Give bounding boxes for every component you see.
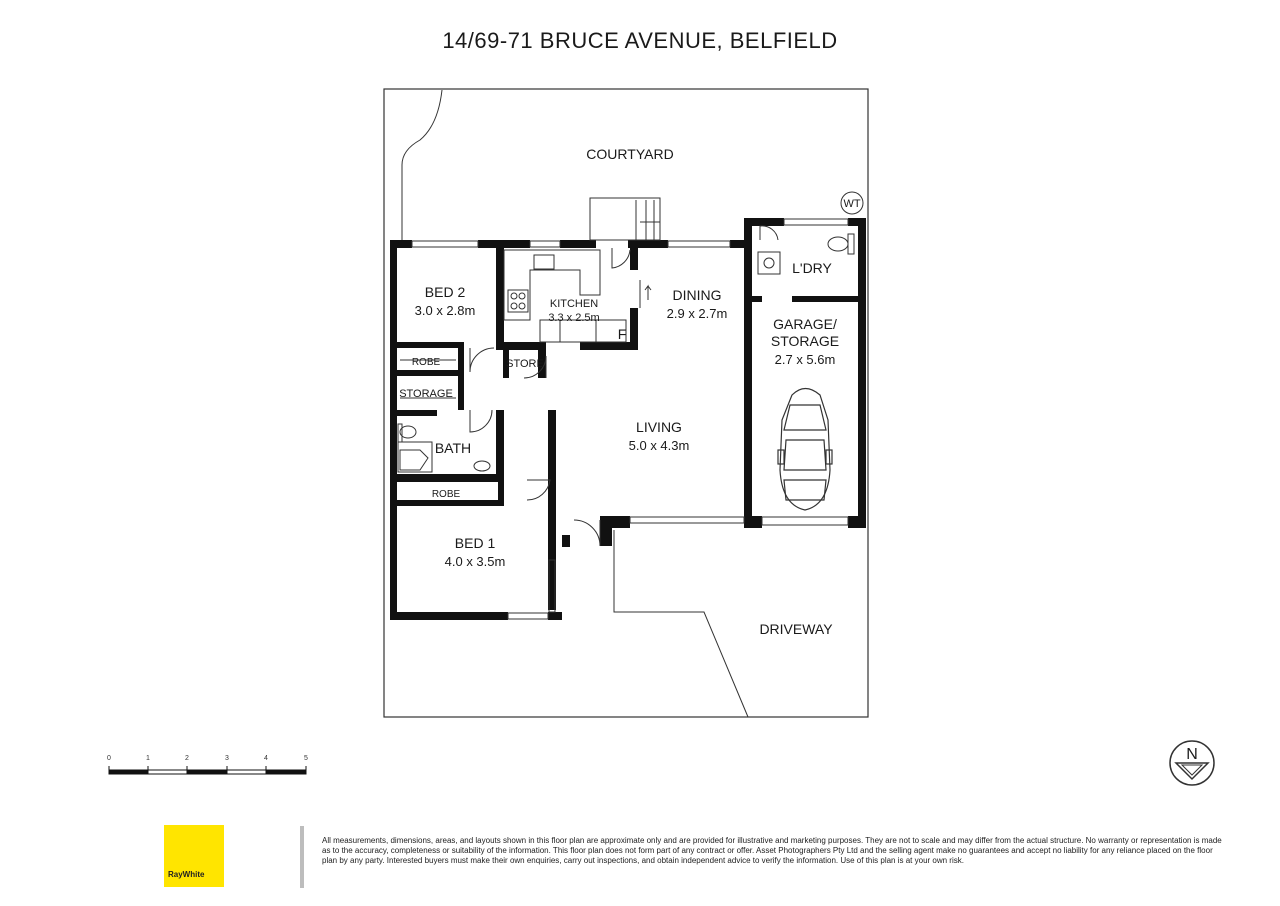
laundry-label: L'DRY: [792, 260, 832, 276]
store-label: STORE: [506, 358, 544, 370]
scale-tick-2: 2: [185, 755, 189, 762]
kitchen-label: KITCHEN: [550, 298, 598, 310]
scale-bar: 0 1 2 3 4 5: [107, 755, 308, 775]
back-steps: [589, 197, 661, 241]
driveway-edge: [613, 530, 749, 718]
doors: [469, 225, 779, 547]
site-boundary: [383, 88, 869, 718]
living-label: LIVING: [636, 419, 682, 435]
compass-north-label: N: [1186, 746, 1198, 763]
garage-label-line1: GARAGE/: [773, 316, 837, 332]
scale-tick-3: 3: [225, 755, 229, 762]
bath-fixtures: [397, 359, 491, 473]
bed2-dimensions: 3.0 x 2.8m: [415, 303, 476, 318]
bed2-label: BED 2: [425, 284, 466, 300]
dining-label: DINING: [673, 287, 722, 303]
garage-dimensions: 2.7 x 5.6m: [775, 352, 836, 367]
windows: [411, 218, 849, 620]
scale-tick-0: 0: [107, 755, 111, 762]
footer-divider: [300, 826, 304, 888]
disclaimer-text: All measurements, dimensions, areas, and…: [322, 836, 1222, 865]
scale-tick-4: 4: [264, 755, 268, 762]
bath-label: BATH: [435, 440, 471, 456]
car-icon: [777, 387, 833, 511]
driveway-label: DRIVEWAY: [759, 621, 833, 637]
fridge-label: F: [618, 326, 627, 342]
laundry-fixtures: [757, 233, 855, 275]
water-tank-label: WT: [843, 198, 860, 210]
kitchen-fixtures: [503, 249, 652, 343]
water-tank-icon: [840, 191, 864, 215]
brand-name: RayWhite: [168, 870, 205, 879]
bed1-label: BED 1: [455, 535, 496, 551]
dining-dimensions: 2.9 x 2.7m: [667, 306, 728, 321]
exterior-walls: [390, 218, 866, 620]
raywhite-logo: RayWhite: [164, 825, 224, 887]
robe-top-label: ROBE: [412, 357, 441, 368]
north-compass-icon: N: [1169, 740, 1215, 786]
interior-walls: [397, 248, 858, 610]
bed1-dimensions: 4.0 x 3.5m: [445, 554, 506, 569]
plan-title: 14/69-71 BRUCE AVENUE, BELFIELD: [442, 28, 838, 53]
kitchen-dimensions: 3.3 x 2.5m: [548, 312, 599, 324]
scale-tick-1: 1: [146, 755, 150, 762]
scale-tick-5: 5: [304, 755, 308, 762]
courtyard-garden-edge: [401, 89, 443, 240]
storage-label: STORAGE: [399, 388, 453, 400]
living-dimensions: 5.0 x 4.3m: [629, 438, 690, 453]
robe-bottom-label: ROBE: [432, 489, 461, 500]
courtyard-label: COURTYARD: [586, 146, 673, 162]
garage-label-line2: STORAGE: [771, 333, 839, 349]
